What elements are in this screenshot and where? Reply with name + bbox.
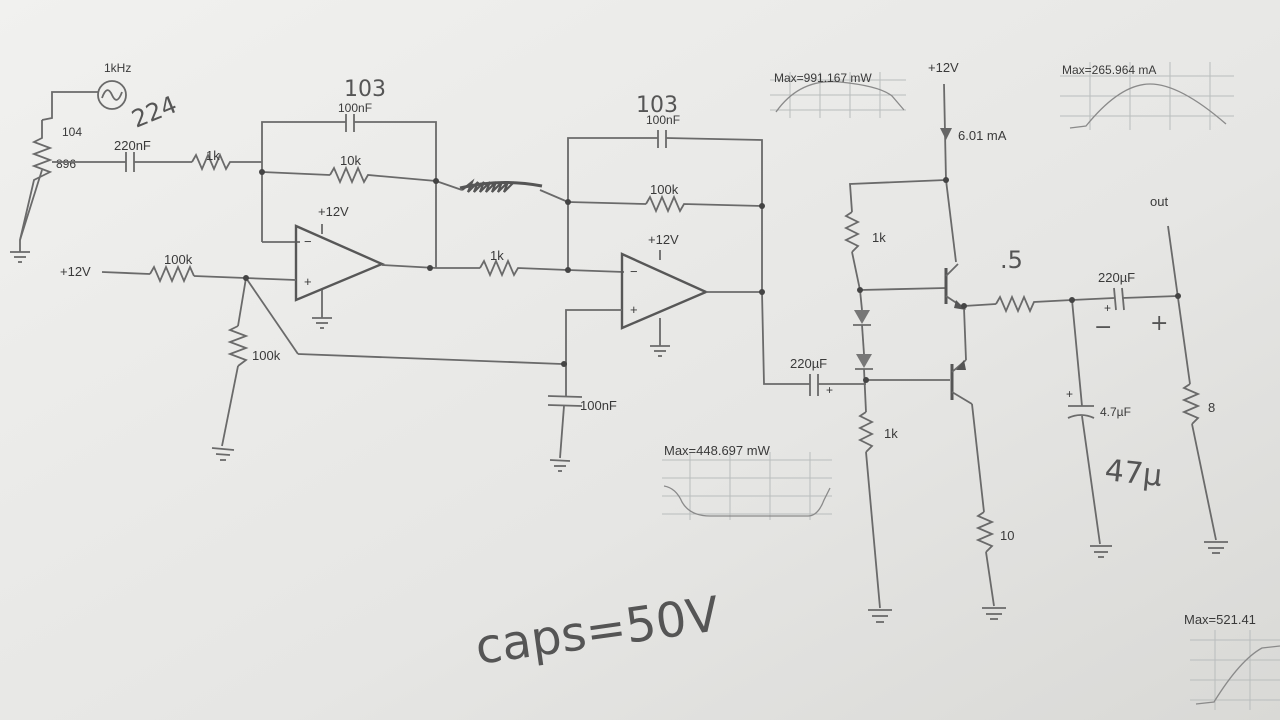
vcc-out-label: +12V — [928, 60, 959, 75]
bias-chain — [843, 179, 950, 623]
opamp-1: − + — [294, 224, 437, 329]
r-bias-bot-label: 1k — [884, 426, 898, 441]
fb1-cap-label: 100nF — [338, 101, 372, 115]
scope-panel-1 — [770, 72, 906, 118]
hand-emitter-value: .5 — [1000, 246, 1023, 274]
hand-cap-103-b: 103 — [636, 93, 678, 118]
bias-divider — [101, 264, 563, 461]
fb2-cap-label: 100nF — [646, 113, 680, 127]
r-mid-label: 1k — [490, 248, 504, 263]
out-label: out — [1150, 194, 1168, 209]
r-vcc-label: 100k — [164, 252, 193, 267]
hand-c-dec: 47µ — [1103, 453, 1164, 494]
c-ref-label: 100nF — [580, 398, 617, 413]
ac-source — [41, 80, 127, 121]
pot-setting-label: 896 — [56, 157, 76, 171]
svg-text:+: + — [630, 302, 638, 317]
scribbled-component — [435, 178, 569, 203]
opamp2-vcc-label: +12V — [648, 232, 679, 247]
r-gnd-label: 100k — [252, 348, 281, 363]
scope-panel-4 — [1190, 630, 1280, 710]
r-emitter-label: 10 — [1000, 528, 1014, 543]
hand-cap-103-a: 103 — [344, 77, 386, 102]
svg-text:−: − — [630, 264, 638, 279]
pot-value-label: 104 — [62, 125, 82, 139]
current-label: 6.01 mA — [958, 128, 1007, 143]
c-out-label: 220µF — [1098, 270, 1135, 285]
scope-panel-2 — [1060, 62, 1234, 130]
junctions — [243, 169, 1181, 383]
r-bias-top-label: 1k — [872, 230, 886, 245]
input-network — [52, 152, 262, 172]
scope-3-label: Max=448.697 mW — [664, 443, 771, 458]
emitter-resistor — [971, 403, 1006, 620]
svg-text:+: + — [1104, 301, 1111, 315]
input-cap-label: 220nF — [114, 138, 151, 153]
output-node: + + — [963, 287, 1179, 558]
speaker-load — [1167, 225, 1228, 554]
hand-minus: − — [1094, 315, 1112, 340]
coupling-cap-label: 220µF — [790, 356, 827, 371]
pnp-transistor — [950, 359, 973, 405]
opamp1-vcc-label: +12V — [318, 204, 349, 219]
opamp-2: − + — [547, 250, 762, 472]
input-res-label: 1k — [206, 148, 220, 163]
speaker-label: 8 — [1208, 400, 1215, 415]
vcc-left-label: +12V — [60, 264, 91, 279]
coupling-cap: + — [761, 291, 866, 397]
svg-text:+: + — [304, 274, 312, 289]
svg-text:+: + — [1066, 387, 1073, 401]
svg-text:+: + — [826, 383, 833, 397]
opamp-2-feedback — [436, 130, 763, 292]
opamp-1-feedback — [261, 114, 437, 268]
vcc-rail — [940, 83, 957, 263]
hand-plus: + — [1150, 311, 1168, 336]
svg-text:−: − — [304, 234, 312, 249]
scope-2-label: Max=265.964 mA — [1062, 63, 1156, 77]
source-freq-label: 1kHz — [104, 61, 131, 75]
c-dec-label: 4.7µF — [1100, 405, 1131, 419]
fb1-res-label: 10k — [340, 153, 361, 168]
scope-4-label: Max=521.41 — [1184, 612, 1256, 627]
fb2-res-label: 100k — [650, 182, 679, 197]
scope-panel-3 — [662, 452, 832, 520]
potentiometer — [10, 120, 53, 263]
scope-1-label: Max=991.167 mW — [774, 71, 872, 85]
